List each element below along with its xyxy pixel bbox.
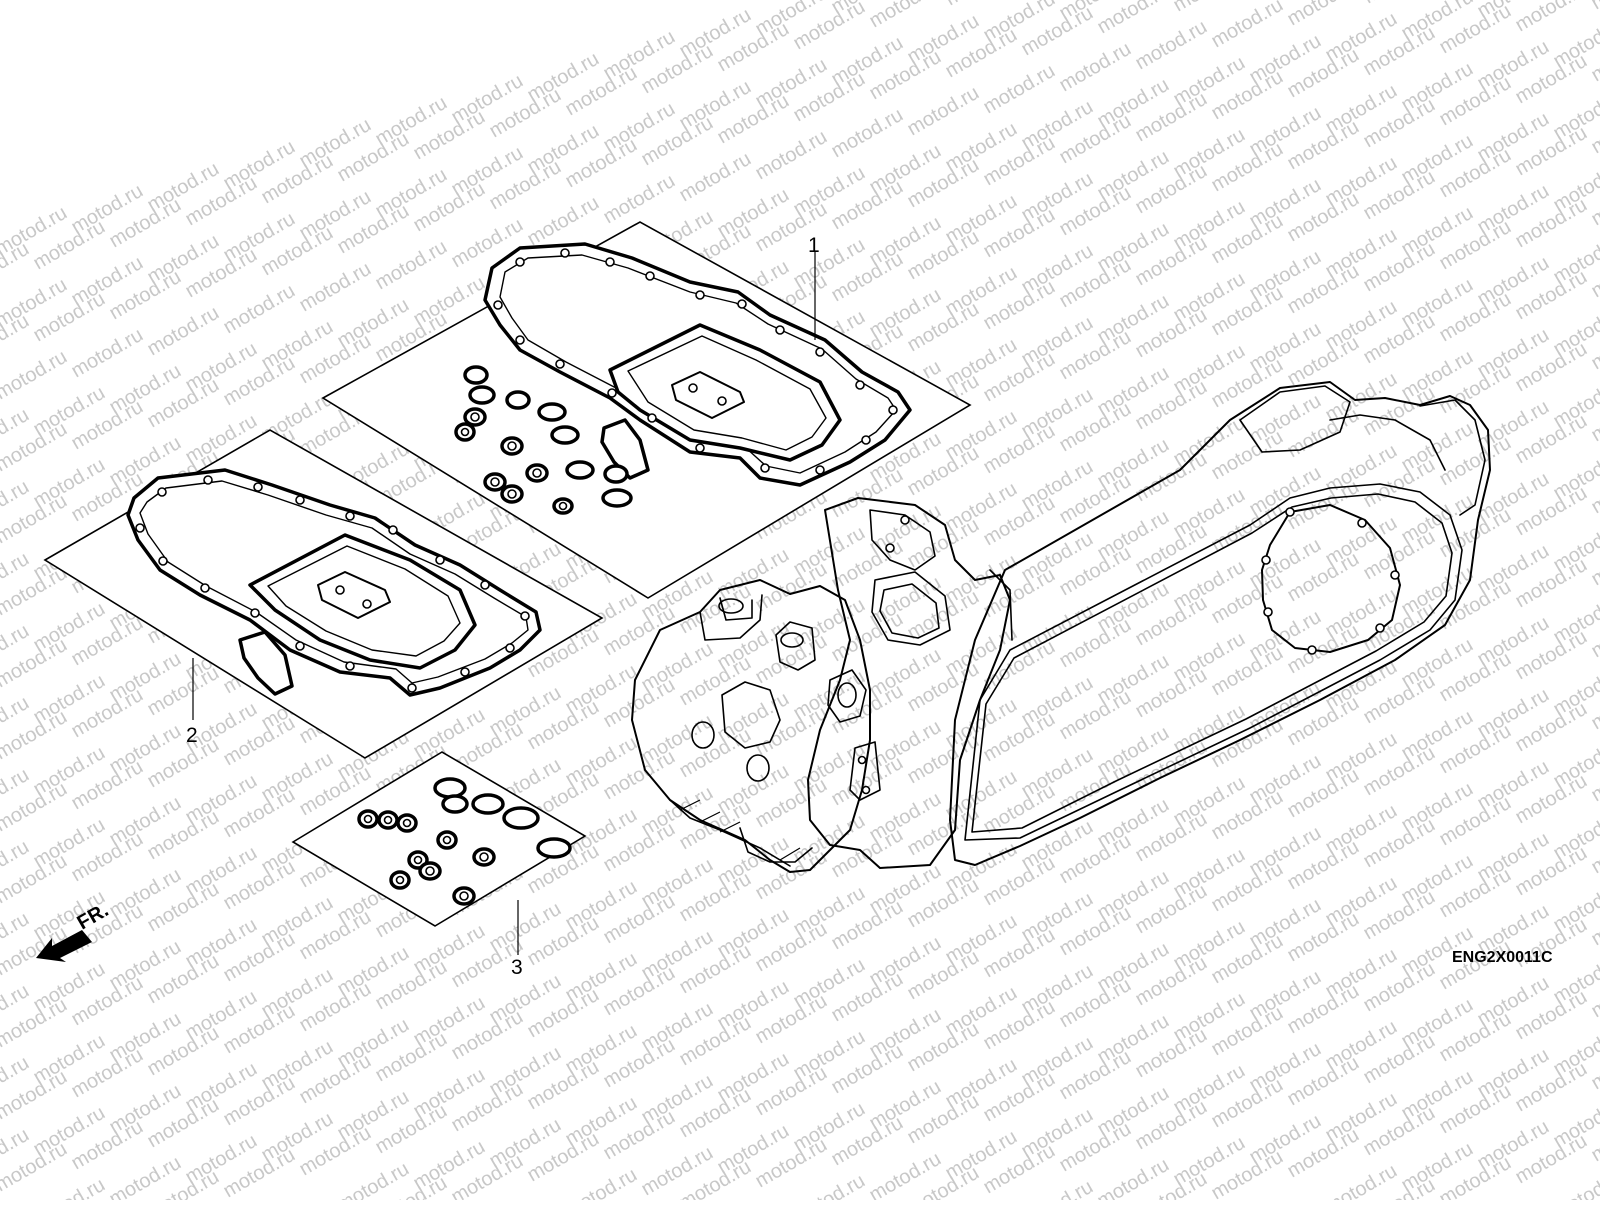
watermark-text: motod.ru: [1056, 38, 1135, 97]
watermark-text: motod.ru: [372, 236, 451, 295]
watermark-text: motod.ru: [1284, 0, 1363, 30]
watermark-text: motod.ru: [1322, 1160, 1401, 1200]
watermark-text: motod.ru: [600, 170, 679, 229]
watermark-text: motod.ru: [1360, 0, 1439, 8]
watermark-text: motod.ru: [1094, 0, 1173, 38]
watermark-text: motod.ru: [828, 104, 907, 163]
watermark-text: motod.ru: [676, 148, 755, 207]
watermark-text: motod.ru: [144, 302, 223, 361]
watermark-text: motod.ru: [0, 346, 71, 405]
watermark-text: motod.ru: [1512, 0, 1591, 36]
watermark-text: motod.ru: [1170, 0, 1249, 16]
watermark-text: motod.ru: [30, 1174, 109, 1200]
watermark-text: motod.ru: [980, 60, 1059, 119]
watermark-text: motod.ru: [296, 258, 375, 317]
watermark-text: motod.ru: [562, 1164, 641, 1200]
callout-1: 1: [808, 234, 820, 257]
watermark-text: motod.ru: [524, 192, 603, 251]
callout-2: 2: [186, 724, 198, 747]
watermark-text: motod.ru: [1550, 1166, 1600, 1200]
watermark-text: motod.ru: [866, 0, 945, 32]
callout-3: 3: [511, 956, 523, 979]
watermark-text: motod.ru: [1208, 0, 1287, 52]
watermark-text: motod.ru: [0, 238, 33, 297]
watermark-text: motod.ru: [942, 0, 1021, 10]
watermark-text: motod.ru: [1018, 1176, 1097, 1200]
watermark-text: motod.ru: [220, 280, 299, 339]
watermark-text: motod.ru: [0, 310, 33, 369]
watermark-text: motod.ru: [752, 126, 831, 185]
watermark-text: motod.ru: [904, 82, 983, 141]
watermark-text: motod.ru: [1588, 0, 1600, 14]
diagram-code: ENG2X0011C: [1452, 949, 1553, 966]
watermark-text: motod.ru: [68, 324, 147, 383]
watermark-text: motod.ru: [790, 1170, 869, 1200]
watermark-text: motod.ru: [1132, 16, 1211, 75]
